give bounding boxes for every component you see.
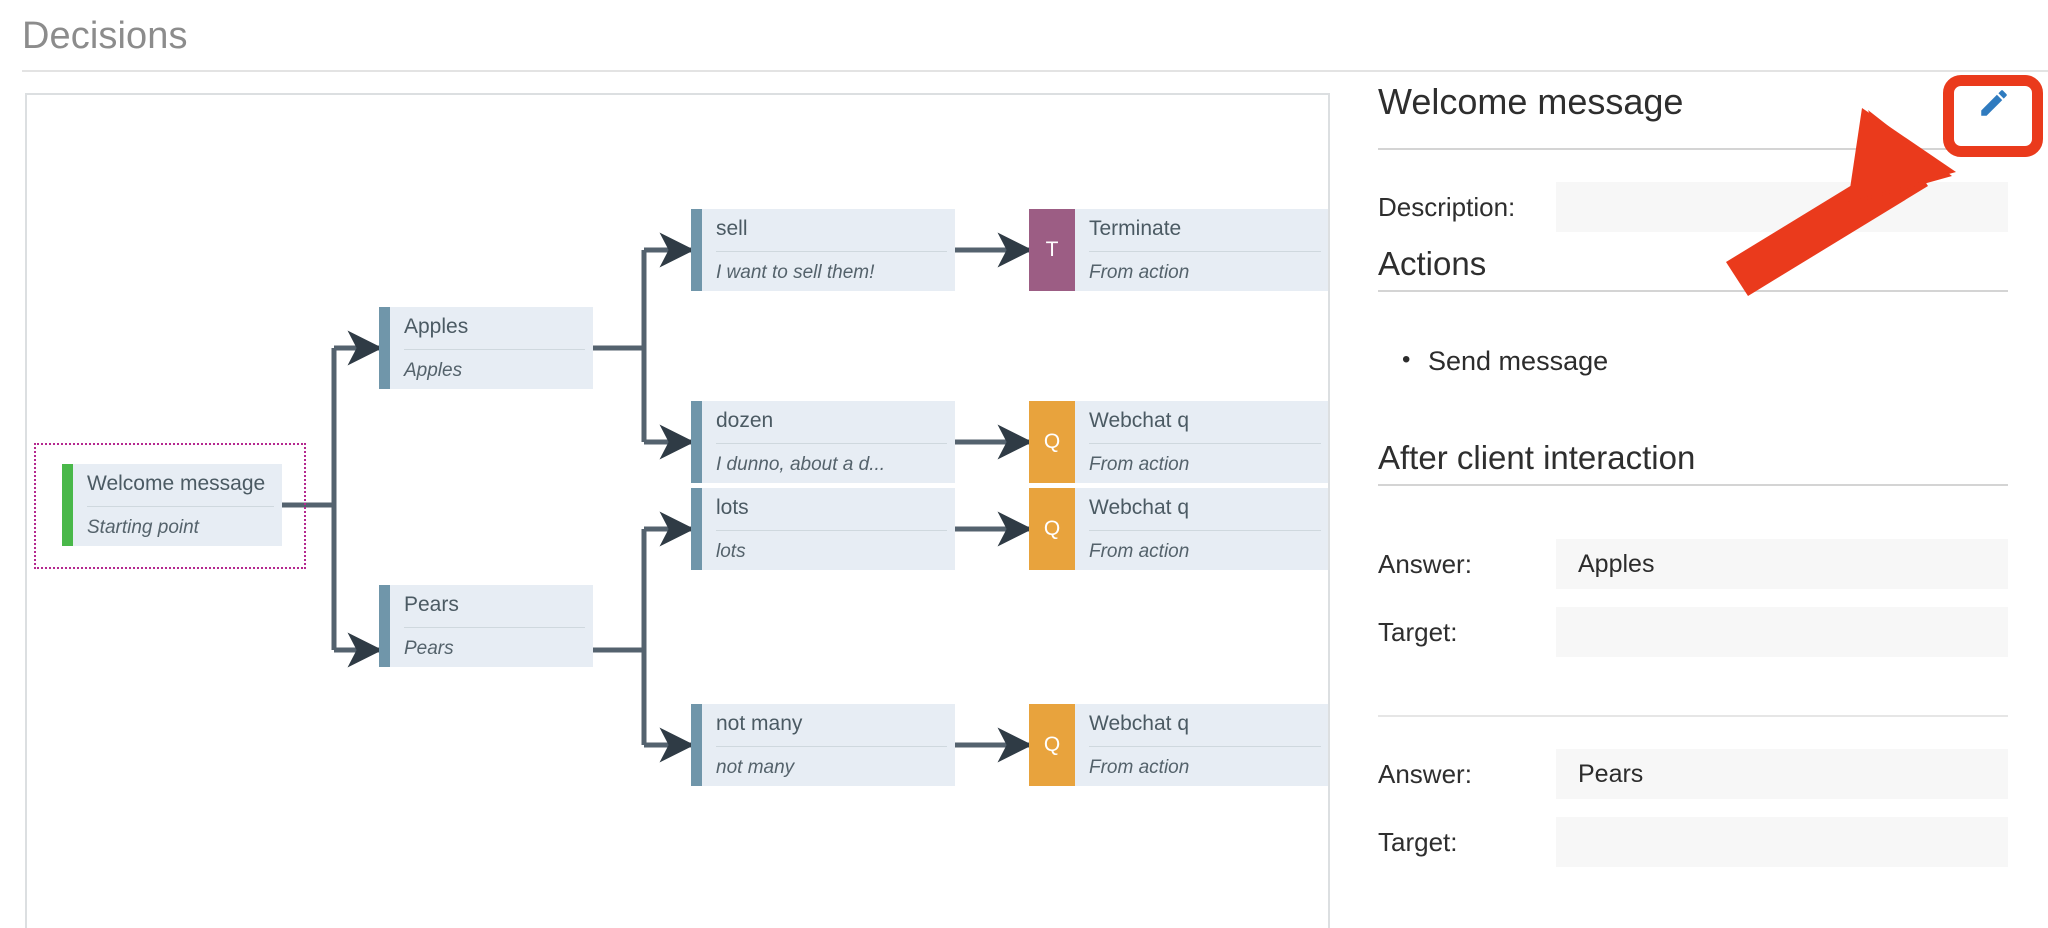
node-title: Webchat q: [1089, 398, 1321, 444]
node-body: dozen I dunno, about a d...: [702, 401, 955, 483]
flow-node-webchat-q-3[interactable]: Q Webchat q From action: [1029, 701, 1328, 786]
node-body: Webchat q From action: [1075, 485, 1328, 570]
flow-node-apples[interactable]: Apples Apples: [379, 307, 593, 389]
node-subtitle: From action: [1089, 453, 1190, 475]
node-title: Terminate: [1089, 206, 1321, 252]
node-body: Webchat q From action: [1075, 398, 1328, 483]
target-label: Target:: [1378, 827, 1458, 857]
node-subtitle: From action: [1089, 261, 1190, 283]
node-accent: [691, 209, 702, 291]
node-subtitle: I want to sell them!: [716, 261, 875, 283]
answer-row-2: Answer: Pears: [1378, 749, 2008, 799]
node-subtitle: From action: [1089, 540, 1190, 562]
flow-node-terminate[interactable]: T Terminate From action: [1029, 206, 1328, 291]
after-client-interaction-divider: [1378, 484, 2008, 486]
node-title: Webchat q: [1089, 485, 1321, 531]
node-body: Welcome message Starting point: [73, 464, 282, 546]
node-body: sell I want to sell them!: [702, 209, 955, 291]
actions-divider: [1378, 290, 2008, 292]
target-label: Target:: [1378, 617, 1458, 647]
node-title: Pears: [404, 582, 585, 628]
details-panel-title: Welcome message: [1378, 81, 1684, 122]
node-accent: [379, 307, 390, 389]
flow-node-webchat-q-2[interactable]: Q Webchat q From action: [1029, 485, 1328, 570]
terminate-badge-icon: T: [1029, 209, 1075, 291]
panel-title-divider: [1378, 148, 2008, 150]
flow-connectors: [282, 232, 1033, 763]
node-accent: [691, 704, 702, 786]
node-accent: [691, 401, 702, 483]
edit-button[interactable]: [1963, 72, 2025, 134]
node-subtitle: not many: [716, 756, 795, 778]
actions-section-header: Actions: [1378, 244, 2008, 292]
node-body: Webchat q From action: [1075, 701, 1328, 786]
page-title: Decisions: [22, 15, 188, 57]
answer-row-1: Answer: Apples: [1378, 539, 2008, 589]
after-client-interaction-header: After client interaction: [1378, 438, 2008, 486]
title-divider: [22, 70, 2048, 72]
flow-node-sell[interactable]: sell I want to sell them!: [691, 209, 955, 291]
flow-node-lots[interactable]: lots lots: [691, 488, 955, 570]
node-accent: [379, 585, 390, 667]
target-row-1: Target:: [1378, 607, 2008, 657]
node-body: lots lots: [702, 488, 955, 570]
question-badge-icon: Q: [1029, 488, 1075, 570]
target-value[interactable]: [1556, 817, 2008, 867]
action-item[interactable]: Send message: [1378, 343, 2008, 378]
node-subtitle: Pears: [404, 637, 454, 659]
node-subtitle: lots: [716, 540, 746, 562]
node-title: Welcome message: [87, 461, 274, 507]
actions-list: Send message: [1378, 343, 2008, 378]
target-row-2: Target:: [1378, 817, 2008, 867]
flow-node-webchat-q-1[interactable]: Q Webchat q From action: [1029, 398, 1328, 483]
actions-heading: Actions: [1378, 245, 1487, 282]
node-title: dozen: [716, 398, 947, 444]
node-body: Terminate From action: [1075, 206, 1328, 291]
description-row: Description:: [1378, 182, 2008, 232]
node-subtitle: From action: [1089, 756, 1190, 778]
node-title: not many: [716, 701, 947, 747]
pencil-icon: [1981, 90, 2007, 116]
answer-label: Answer:: [1378, 549, 1472, 579]
answer-value[interactable]: Pears: [1556, 749, 2008, 799]
answer-value[interactable]: Apples: [1556, 539, 2008, 589]
node-accent: [691, 488, 702, 570]
after-client-interaction-heading: After client interaction: [1378, 439, 1696, 476]
node-subtitle: Apples: [404, 359, 463, 381]
details-panel: Welcome message Description: Actions Sen…: [1378, 72, 2026, 928]
node-selection-outline: [34, 443, 306, 569]
node-accent-start: [62, 464, 73, 546]
node-title: Webchat q: [1089, 701, 1321, 747]
node-title: lots: [716, 485, 947, 531]
description-label: Description:: [1378, 192, 1516, 222]
decision-flow-canvas[interactable]: Welcome message Starting point Apples Ap…: [25, 93, 1330, 928]
target-value[interactable]: [1556, 607, 2008, 657]
flow-graph: Welcome message Starting point Apples Ap…: [27, 95, 1328, 928]
node-title: sell: [716, 206, 947, 252]
flow-node-welcome-message[interactable]: Welcome message Starting point: [62, 464, 282, 546]
node-body: not many not many: [702, 704, 955, 786]
details-panel-header: Welcome message: [1378, 72, 2026, 150]
node-body: Pears Pears: [390, 585, 593, 667]
flow-node-not-many[interactable]: not many not many: [691, 704, 955, 786]
description-value[interactable]: [1556, 182, 2008, 232]
node-body: Apples Apples: [390, 307, 593, 389]
node-subtitle: I dunno, about a d...: [716, 453, 886, 475]
node-subtitle: Starting point: [87, 516, 199, 538]
question-badge-icon: Q: [1029, 704, 1075, 786]
flow-node-pears[interactable]: Pears Pears: [379, 585, 593, 667]
answer-label: Answer:: [1378, 759, 1472, 789]
question-badge-icon: Q: [1029, 401, 1075, 483]
node-title: Apples: [404, 304, 585, 350]
flow-node-dozen[interactable]: dozen I dunno, about a d...: [691, 401, 955, 483]
answer-rows-divider: [1378, 715, 2008, 717]
